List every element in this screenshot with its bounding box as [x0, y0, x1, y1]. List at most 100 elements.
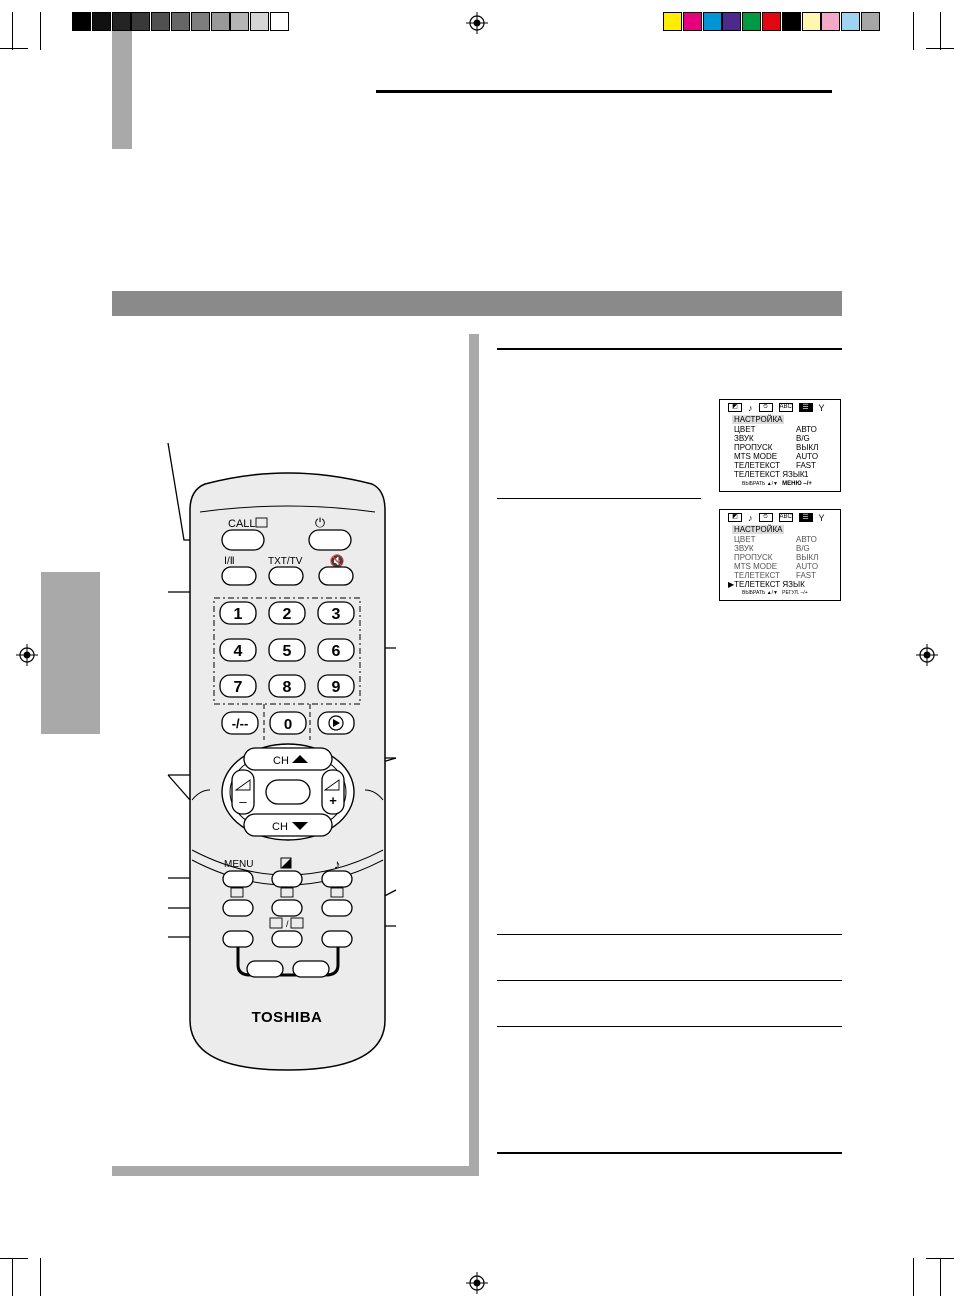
panel-right-border [469, 334, 479, 1176]
color-swatch [682, 12, 702, 31]
gray-swatch [111, 12, 131, 31]
antenna-icon: Y [818, 513, 825, 523]
panel-bottom-border [112, 1166, 479, 1176]
osd-row-value: ВЫКЛ [796, 553, 819, 562]
osd-icon-row: ◩ ♪ ⏲ ABC ☰ Y [728, 403, 825, 413]
keypad-key-label: 4 [234, 643, 243, 660]
gray-swatch [190, 12, 210, 31]
keypad-key [219, 674, 257, 698]
color-swatch [781, 12, 801, 31]
osd-row-value: ВЫКЛ [796, 443, 819, 452]
gray-swatch [151, 12, 171, 31]
digit-toggle-label: -/-- [232, 716, 249, 731]
step-rule-2 [497, 498, 701, 499]
osd-row-label: ЦВЕТ [734, 425, 756, 434]
osd-footer-select: ВЫБРАТЬ ▲/▼ [742, 481, 778, 487]
registration-mark-left [16, 644, 38, 666]
color-swatch [762, 12, 781, 31]
osd-row-label: MTS MODE [734, 452, 778, 461]
osd-menu-setup-2: ◩ ♪ ⏲ ABC ☰ Y НАСТРОЙКА ЦВЕТ АВТО ЗВУК B… [719, 509, 841, 601]
ch-up-label: CH [273, 755, 289, 767]
keypad-key [268, 674, 306, 698]
registration-mark-top [466, 12, 488, 34]
side-chapter-tab [41, 572, 100, 734]
header-rule [376, 90, 832, 93]
brand-logo: TOSHIBA [252, 1009, 323, 1026]
svg-text:/: / [286, 919, 289, 929]
osd-footer: ВЫБРАТЬ ▲/▼ МЕНЮ –/+ [742, 481, 812, 487]
music-note-icon: ♪ [748, 513, 753, 523]
osd-row-value: FAST [796, 461, 817, 470]
osd-row-label: ТЕЛЕТЕКСТ ЯЗЫК [734, 470, 805, 479]
osd-row-label: ПРОПУСК [734, 553, 773, 562]
keypad-key-label: 2 [283, 606, 292, 623]
timer-icon: ⏲ [758, 403, 773, 412]
osd-row-label: ТЕЛЕТЕКСТ [734, 571, 780, 580]
osd-title: НАСТРОЙКА [732, 525, 785, 534]
gray-swatch [270, 12, 289, 31]
keypad-key-label: 3 [332, 606, 341, 623]
osd-row-value: FAST [796, 571, 817, 580]
osd-row-label: MTS MODE [734, 562, 778, 571]
osd-row-label: ПРОПУСК [734, 443, 773, 452]
keypad-key-label: 7 [234, 679, 243, 696]
timer-icon: ⏲ [758, 513, 773, 522]
osd-row-label: ТЕЛЕТЕКСТ [734, 461, 780, 470]
gray-swatch [171, 12, 190, 31]
setup-icon: ☰ [798, 403, 813, 412]
osd-menu-setup-1: ◩ ♪ ⏲ ABC ☰ Y НАСТРОЙКА ЦВЕТ АВТО ЗВУК B… [719, 399, 841, 492]
color-swatch [841, 12, 861, 31]
osd-row-value: AUTO [796, 452, 819, 461]
registration-mark-bottom [466, 1272, 488, 1294]
keypad-key [219, 601, 257, 625]
abc-icon: ABC [778, 513, 793, 522]
txt-tv-label: TXT/TV [268, 556, 303, 567]
call-label: CALL [228, 518, 256, 530]
osd-footer: ВЫБРАТЬ ▲/▼ РЕГУЛ. –/+ [742, 590, 808, 596]
osd-row-value: АВТО [796, 535, 817, 544]
picture-icon: ◩ [728, 403, 742, 412]
keypad-key [219, 638, 257, 662]
key-0-label: 0 [284, 716, 292, 733]
antenna-icon: Y [818, 403, 825, 413]
osd-row-value: АВТО [796, 425, 817, 434]
sound-icon: ♪ [334, 856, 341, 872]
gray-swatch [210, 12, 230, 31]
section-header-band [112, 291, 842, 316]
keypad-key [268, 601, 306, 625]
color-swatch [722, 12, 742, 31]
gray-swatch [250, 12, 270, 31]
power-icon: ⏻ [315, 515, 325, 530]
page-corner-tab [112, 30, 132, 149]
color-swatch [821, 12, 841, 31]
gray-swatch [131, 12, 151, 31]
color-swatch [702, 12, 722, 31]
step-rule-3 [497, 934, 842, 935]
osd-row-label: ЗВУК [734, 434, 754, 443]
color-swatch [861, 12, 880, 31]
menu-label: MENU [224, 859, 253, 870]
volume-plus-label: + [329, 793, 337, 808]
keypad-key-label: 9 [332, 679, 341, 696]
keypad-key [317, 601, 355, 625]
osd-footer-menu: МЕНЮ –/+ [782, 481, 812, 487]
color-swatch [742, 12, 762, 31]
keypad-key-label: 1 [234, 606, 243, 623]
osd-row-value: 1 [804, 470, 809, 479]
registration-mark-right [916, 644, 938, 666]
osd-footer-adjust: РЕГУЛ. –/+ [782, 590, 808, 596]
step-rule-1 [497, 348, 842, 350]
keypad-key [268, 638, 306, 662]
mute-icon: 🔇 [330, 554, 345, 568]
osd-row-value: B/G [796, 544, 810, 553]
step-rule-5 [497, 1026, 842, 1027]
dual-sound-label: Ⅰ/Ⅱ [224, 556, 235, 567]
osd-row-label: ЦВЕТ [734, 535, 756, 544]
color-swatch [663, 12, 682, 31]
color-swatch [801, 12, 821, 31]
osd-row-value: B/G [796, 434, 810, 443]
step-rule-4 [497, 980, 842, 981]
setup-icon: ☰ [798, 513, 813, 522]
